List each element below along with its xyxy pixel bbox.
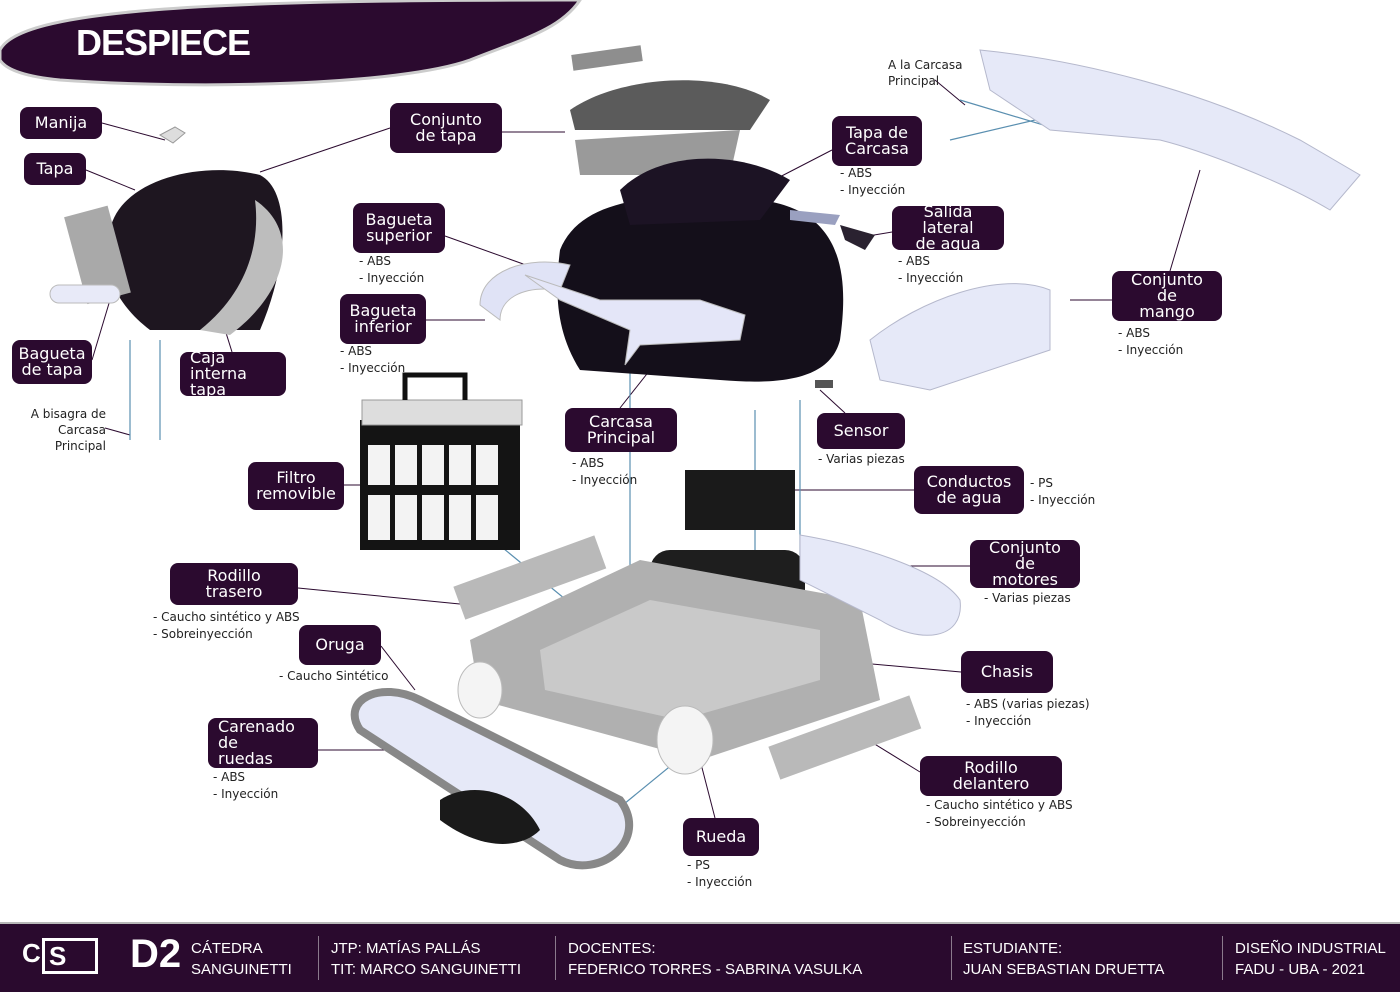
specs-conductos: - PS - Inyección (1030, 476, 1096, 507)
specs-tapa-carcasa: - ABS - Inyección (840, 166, 906, 197)
specs-chasis: - ABS (varias piezas) - Inyección (966, 697, 1090, 728)
title-banner (0, 0, 582, 87)
label-conjunto-mango: Conjunto de mango (1112, 271, 1222, 321)
specs-rodillo-trasero: - Caucho sintético y ABS - Sobreinyecció… (153, 610, 300, 641)
label-oruga: Oruga (299, 625, 381, 665)
label-carenado: Carenado de ruedas (208, 718, 318, 768)
label-bagueta-inferior: Bagueta inferior (340, 294, 426, 344)
specs-bagueta-superior: - ABS - Inyección (359, 254, 425, 285)
specs-bagueta-inferior: - ABS - Inyección (340, 344, 406, 375)
label-carcasa-principal: Carcasa Principal (565, 408, 677, 452)
label-rodillo-trasero: Rodillo trasero (170, 563, 298, 605)
filter-illustration (360, 372, 523, 550)
label-salida-lateral: Salida lateral de agua (892, 204, 1004, 252)
label-bagueta-tapa: Bagueta de tapa (12, 340, 92, 384)
specs-salida-lateral: - ABS - Inyección (898, 254, 964, 285)
label-motores: Conjunto de motores (970, 540, 1080, 588)
specs-rueda: - PS - Inyección (687, 858, 753, 889)
docentes: FEDERICO TORRES - SABRINA VASULKA (568, 961, 863, 978)
note-hinge: A bisagra de Carcasa Principal (30, 407, 106, 453)
course-code: D2 (130, 932, 182, 976)
specs-rodillo-delantero: - Caucho sintético y ABS - Sobreinyecció… (926, 798, 1073, 829)
label-chasis: Chasis (961, 651, 1053, 693)
label-bagueta-superior: Bagueta superior (353, 203, 445, 253)
label-conjunto-tapa: Conjunto de tapa (390, 103, 502, 153)
track-and-wheel-illustration (350, 661, 714, 870)
label-conductos: Conductos de agua (914, 466, 1024, 514)
divider (318, 936, 319, 980)
label-tapa-carcasa: Tapa de Carcasa (832, 116, 922, 166)
specs-motores: - Varias piezas (984, 591, 1071, 605)
carcass-lid-illustration (570, 45, 770, 175)
footer: CS CS D2 CÁTEDRA SANGUINETTI JTP: MATÍAS… (0, 922, 1400, 992)
specs-carenado: - ABS - Inyección (213, 770, 279, 801)
docentes-label: DOCENTES: (568, 940, 656, 957)
specs-sensor: - Varias piezas (818, 452, 905, 466)
divider (555, 936, 556, 980)
staff: JTP: MATÍAS PALLÁS TIT: MARCO SANGUINETT… (331, 940, 522, 978)
page-title: DESPIECE (76, 22, 251, 63)
divider (1222, 936, 1223, 980)
specs-carcasa-principal: - ABS - Inyección (572, 456, 638, 487)
handle-assembly-illustration (869, 49, 1361, 391)
label-rueda: Rueda (683, 818, 759, 856)
logo-box: S (42, 938, 98, 974)
note-to-carcass: A la Carcasa Principal (888, 58, 963, 88)
chassis-illustration (453, 534, 961, 780)
label-rodillo-delantero: Rodillo delantero (920, 756, 1062, 796)
specs-oruga: - Caucho Sintético (279, 669, 389, 683)
label-filtro: Filtro removible (248, 462, 344, 510)
catedra: CÁTEDRA SANGUINETTI (191, 940, 292, 978)
lid-assembly-illustration (49, 126, 283, 335)
divider (951, 936, 952, 980)
estudiante-label: ESTUDIANTE: (963, 940, 1063, 957)
carrera: DISEÑO INDUSTRIAL FADU - UBA - 2021 (1235, 940, 1386, 978)
specs-conjunto-mango: - ABS - Inyección (1118, 326, 1184, 357)
exploded-view-artwork (0, 0, 1361, 870)
estudiante: JUAN SEBASTIAN DRUETTA (963, 961, 1165, 978)
label-tapa: Tapa (24, 153, 86, 185)
label-manija: Manija (20, 107, 102, 139)
main-carcass-illustration (479, 158, 875, 388)
label-caja-interna: Caja interna tapa (180, 350, 286, 398)
label-sensor: Sensor (817, 413, 905, 449)
